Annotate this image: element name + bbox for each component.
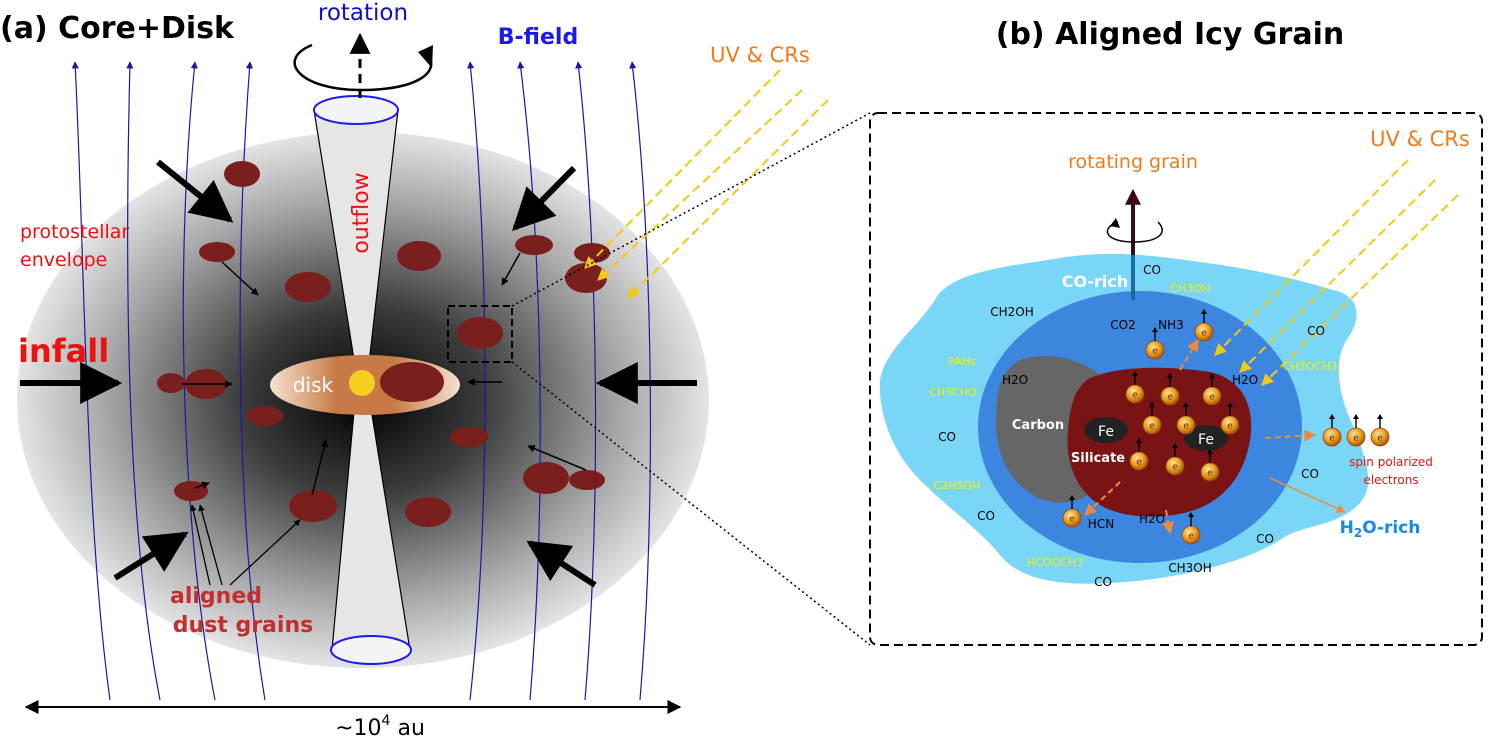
electron-emission-arrows xyxy=(1084,338,1317,535)
mol-co-lowright: CO xyxy=(1256,532,1274,546)
mol-ch3oh-bottom: CH3OH xyxy=(1168,561,1212,575)
fe-label-right: Fe xyxy=(1198,432,1214,448)
dust-label-pointers xyxy=(190,504,301,586)
disk-label: disk xyxy=(293,373,334,397)
mol-co2: CO2 xyxy=(1110,318,1135,332)
mol-co-left: CO xyxy=(938,430,956,444)
uv-crs-label-a: UV & CRs xyxy=(710,43,810,67)
panel-b-title: (b) Aligned Icy Grain xyxy=(996,17,1344,52)
mol-ch3cho: CH3CHO xyxy=(929,386,977,399)
panel-a-title: (a) Core+Disk xyxy=(0,11,235,46)
mol-co-bottom: CO xyxy=(1094,575,1112,589)
rotation-arrow-icon xyxy=(293,43,433,92)
h2o-rich-label: H2O-rich xyxy=(1340,518,1421,540)
grain-motion-arrows xyxy=(182,252,587,496)
fe-label-left: Fe xyxy=(1098,424,1114,440)
rotation-label: rotation xyxy=(318,0,408,26)
fe-inclusion-right xyxy=(1184,425,1228,451)
spin-label-2: electrons xyxy=(1363,473,1418,487)
silicate-label: Silicate xyxy=(1071,451,1125,466)
spin-label-1: spin polarized xyxy=(1349,455,1433,469)
mol-co-top: CO xyxy=(1143,263,1161,277)
icy-grain-panel xyxy=(869,112,1483,646)
outflow-cone-bottom-rim xyxy=(330,635,412,665)
mol-h2o-right: H2O xyxy=(1232,373,1258,387)
mol-c2h5oh: C2H5OH xyxy=(934,479,981,492)
infall-arrows xyxy=(20,159,697,588)
carbon-label: Carbon xyxy=(1012,418,1064,433)
mol-co-right: CO xyxy=(1307,324,1325,338)
mol-h2o-left: H2O xyxy=(1002,373,1028,387)
bfield-label: B-field xyxy=(498,25,578,50)
mol-co-lowleft: CO xyxy=(977,509,995,523)
mol-nh3: NH3 xyxy=(1158,318,1184,332)
outflow-cone-top-rim xyxy=(313,95,399,125)
envelope-label-2: envelope xyxy=(20,249,107,271)
uv-rays-b xyxy=(1214,159,1459,386)
mol-ch2oh: CH2OH xyxy=(990,305,1034,319)
protostar xyxy=(349,370,375,396)
mol-co-rightmid: CO xyxy=(1301,467,1319,481)
mol-ch3och3: CH3OCH3 xyxy=(1283,360,1338,373)
rotating-grain-label: rotating grain xyxy=(1068,151,1198,173)
core-disk-panel xyxy=(17,32,871,714)
infall-label: infall xyxy=(18,332,109,370)
zoom-box xyxy=(447,305,513,363)
dust-label-2: dust grains xyxy=(173,613,313,638)
h2o-rich-pointer xyxy=(1269,477,1346,513)
mol-ch3oh-top: CH3OH xyxy=(1170,282,1210,295)
mol-pahs: PAHs xyxy=(948,355,976,368)
zoom-panel-frame xyxy=(869,112,1483,646)
co-rich-label: CO-rich xyxy=(1062,272,1129,291)
grain-spin-icon xyxy=(1106,221,1163,243)
fe-inclusion-left xyxy=(1084,417,1128,443)
uv-rays-a xyxy=(584,69,829,299)
scale-label: ~104 au xyxy=(335,713,425,741)
uv-crs-label-b: UV & CRs xyxy=(1370,127,1470,151)
envelope-label-1: protostellar xyxy=(20,221,129,243)
mol-h2o-low: H2O xyxy=(1139,512,1165,526)
dust-label-1: aligned xyxy=(170,584,262,609)
outflow-label: outflow xyxy=(349,172,374,253)
mol-hcn: HCN xyxy=(1088,517,1114,531)
mol-hcooch3: HCOOCH3 xyxy=(1027,556,1083,569)
